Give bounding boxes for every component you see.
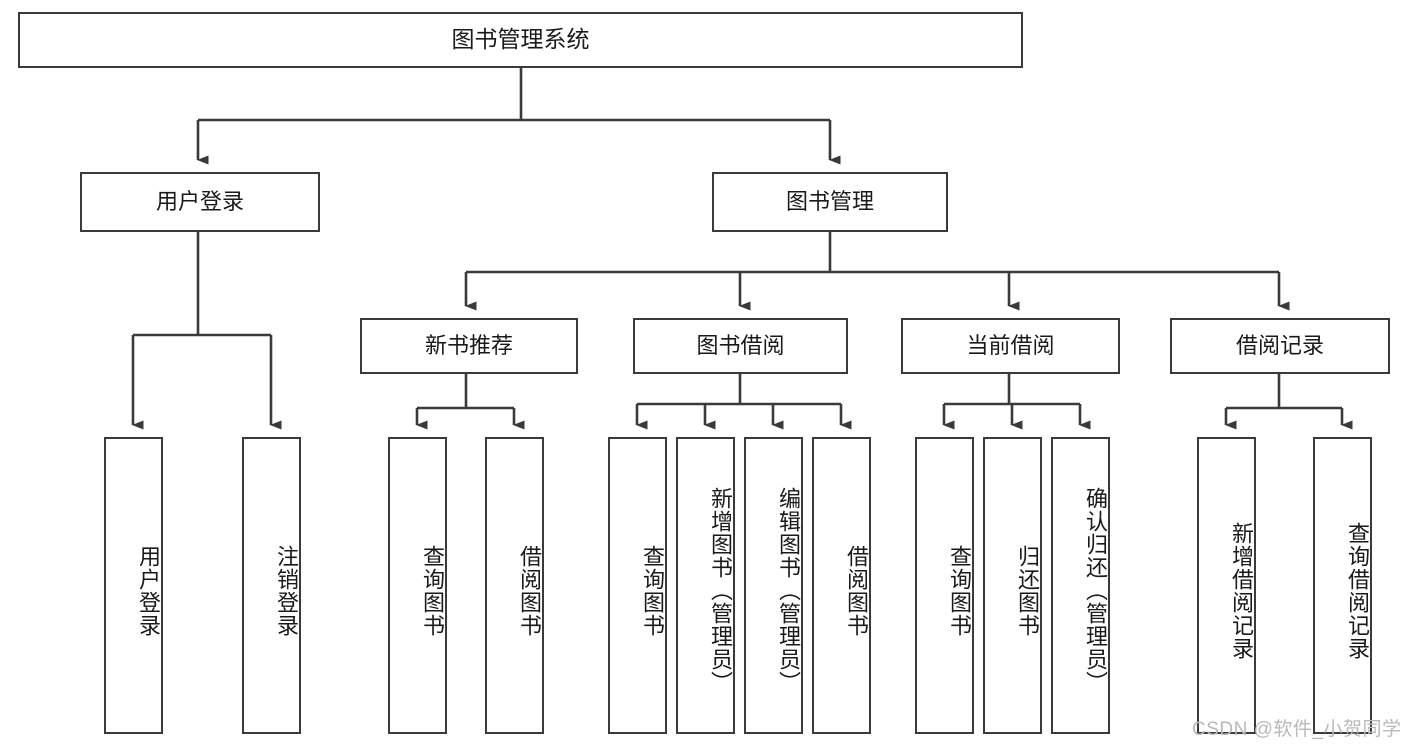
csdn-watermark: CSDN @软件_小贺同学 (1192, 719, 1402, 740)
node-leaf-edit-book[interactable]: 编辑图书（管理员） (744, 437, 803, 734)
node-current-borrow[interactable]: 当前借阅 (901, 318, 1120, 374)
node-leaf-add-borrow-record[interactable]: 新增借阅记录 (1197, 437, 1256, 734)
node-label: 当前借阅 (966, 333, 1055, 359)
node-book-management[interactable]: 图书管理 (712, 172, 948, 232)
node-label: 查询借阅记录 (1345, 521, 1370, 660)
node-leaf-add-book[interactable]: 新增图书（管理员） (676, 437, 735, 734)
node-label: 查询图书 (640, 544, 665, 637)
node-label: 注销登录 (274, 544, 299, 637)
node-label: 借阅图书 (517, 544, 542, 637)
node-leaf-query-book-2[interactable]: 查询图书 (608, 437, 667, 734)
node-user-login[interactable]: 用户登录 (80, 172, 320, 232)
node-label: 新增借阅记录 (1229, 521, 1254, 660)
node-label: 借阅图书 (844, 544, 869, 637)
node-borrow-record[interactable]: 借阅记录 (1170, 318, 1390, 374)
node-leaf-query-book-1[interactable]: 查询图书 (388, 437, 447, 734)
node-leaf-query-borrow-record[interactable]: 查询借阅记录 (1313, 437, 1372, 734)
node-label: 确认归还（管理员） (1083, 487, 1108, 694)
node-label: 图书借阅 (696, 333, 785, 359)
node-label: 新书推荐 (424, 333, 513, 359)
node-new-book-recommend[interactable]: 新书推荐 (360, 318, 578, 374)
node-label: 借阅记录 (1235, 333, 1324, 359)
node-label: 用户登录 (136, 544, 161, 637)
node-label: 查询图书 (947, 544, 972, 637)
node-label: 新增图书（管理员） (708, 487, 733, 694)
node-book-borrow[interactable]: 图书借阅 (633, 318, 848, 374)
node-label: 图书管理系统 (451, 26, 590, 53)
node-leaf-logout-login[interactable]: 注销登录 (242, 437, 301, 734)
node-leaf-borrow-book-2[interactable]: 借阅图书 (812, 437, 871, 734)
node-label: 图书管理 (785, 189, 874, 215)
node-label: 归还图书 (1015, 544, 1040, 637)
node-leaf-user-login[interactable]: 用户登录 (104, 437, 163, 734)
node-root-system[interactable]: 图书管理系统 (18, 12, 1023, 68)
node-leaf-borrow-book-1[interactable]: 借阅图书 (485, 437, 544, 734)
node-label: 查询图书 (420, 544, 445, 637)
node-leaf-return-book[interactable]: 归还图书 (983, 437, 1042, 734)
node-leaf-query-book-3[interactable]: 查询图书 (915, 437, 974, 734)
node-label: 用户登录 (155, 189, 244, 215)
node-label: 编辑图书（管理员） (776, 487, 801, 694)
node-leaf-confirm-return[interactable]: 确认归还（管理员） (1051, 437, 1110, 734)
